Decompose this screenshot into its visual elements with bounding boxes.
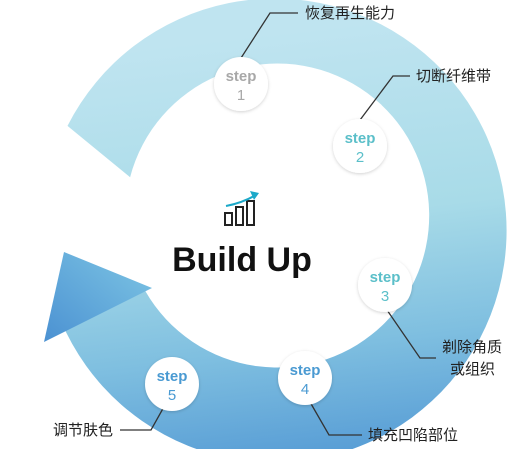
- step-3-number: 3: [381, 288, 389, 305]
- step-2-number: 2: [356, 149, 364, 166]
- leader-line-1: [240, 12, 298, 59]
- diagram-title: Build Up: [172, 241, 312, 279]
- step-3-label-line-1: 剃除角质: [442, 338, 502, 356]
- step-4-number: 4: [301, 381, 309, 398]
- growth-bar-chart-icon: [224, 191, 259, 226]
- step-4-marker: step 4: [278, 351, 332, 405]
- step-1-word: step: [226, 68, 257, 85]
- leader-line-4: [309, 401, 362, 436]
- step-2-label: 切断纤维带: [416, 67, 491, 85]
- step-3-marker: step 3: [358, 258, 412, 312]
- step-4-word: step: [290, 362, 321, 379]
- step-5-word: step: [157, 368, 188, 385]
- step-1-label: 恢复再生能力: [305, 4, 395, 22]
- step-5-number: 5: [168, 387, 176, 404]
- step-5-marker: step 5: [145, 357, 199, 411]
- step-1-number: 1: [237, 87, 245, 104]
- cycle-arrow-band: [60, 0, 507, 449]
- step-2-marker: step 2: [333, 119, 387, 173]
- step-2-word: step: [345, 130, 376, 147]
- leader-line-3: [386, 309, 436, 359]
- leader-line-2: [359, 75, 410, 121]
- cycle-arrow-head: [44, 252, 152, 342]
- step-5-label: 调节肤色: [53, 421, 113, 439]
- step-3-label-line-2: 或组织: [450, 360, 495, 378]
- step-3-word: step: [370, 269, 401, 286]
- step-4-label: 填充凹陷部位: [368, 426, 458, 444]
- step-1-marker: step 1: [214, 57, 268, 111]
